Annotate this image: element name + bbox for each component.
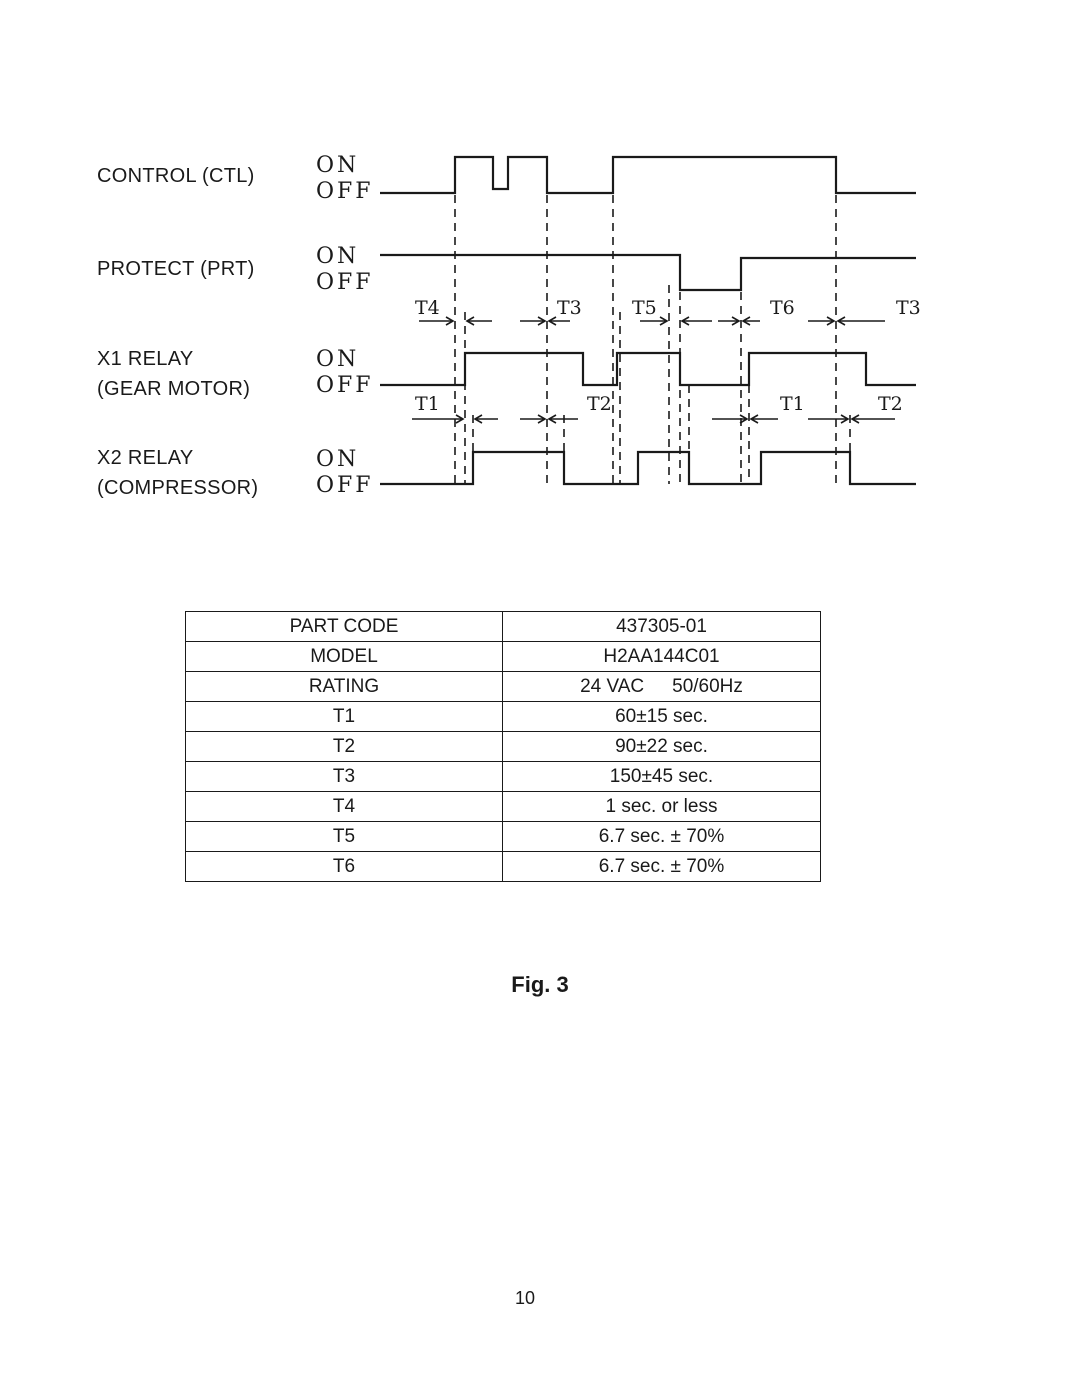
control-off-label: OFF xyxy=(316,179,374,204)
arrow-head xyxy=(473,414,483,424)
protect-label: PROTECT (PRT) xyxy=(97,258,255,280)
event-guides xyxy=(454,195,851,484)
arrow-head xyxy=(547,414,557,424)
table-key-cell: PART CODE xyxy=(185,611,503,642)
arrow-head xyxy=(465,316,475,326)
arrow-head xyxy=(680,316,690,326)
table-value-cell: 1 sec. or less xyxy=(502,791,821,822)
arrow-head xyxy=(836,316,846,326)
table-value-cell: 6.7 sec. ± 70% xyxy=(502,851,821,882)
protect-off-label: OFF xyxy=(316,270,374,295)
arrow-head xyxy=(455,414,465,424)
table-value-cell: 90±22 sec. xyxy=(502,731,821,762)
table-key-cell: T5 xyxy=(185,821,503,852)
table-key-cell: RATING xyxy=(185,671,503,702)
arrow-head xyxy=(749,414,759,424)
table-key-cell: T4 xyxy=(185,791,503,822)
marker-t2: T2 xyxy=(878,393,903,415)
control-waveform xyxy=(380,155,916,195)
arrow-head xyxy=(741,316,751,326)
arrow-head xyxy=(445,316,455,326)
table-row: T3 150±45 sec. xyxy=(185,761,821,792)
control-on-label: ON xyxy=(316,153,360,178)
x1-relay-off-label: OFF xyxy=(316,373,374,398)
marker-t1: T1 xyxy=(415,393,440,415)
marker-t3: T3 xyxy=(557,297,582,319)
table-key-cell: T6 xyxy=(185,851,503,882)
table-key-cell: T3 xyxy=(185,761,503,792)
spec-table: PART CODE 437305-01 MODEL H2AA144C01 RAT… xyxy=(185,611,821,882)
table-key-cell: MODEL xyxy=(185,641,503,672)
x1-relay-waveform xyxy=(380,351,916,387)
x1-relay-sublabel: (GEAR MOTOR) xyxy=(97,378,251,400)
rating-voltage: 24 VAC xyxy=(580,675,645,697)
arrow-head xyxy=(537,414,547,424)
table-value-cell: 437305-01 xyxy=(502,611,821,642)
table-key-cell: T1 xyxy=(185,701,503,732)
rating-frequency: 50/60Hz xyxy=(672,675,743,697)
marker-t2: T2 xyxy=(587,393,612,415)
marker-t4: T4 xyxy=(415,297,440,319)
table-value-cell: 150±45 sec. xyxy=(502,761,821,792)
table-value-cell: H2AA144C01 xyxy=(502,641,821,672)
x2-relay-label: X2 RELAY xyxy=(97,447,194,469)
arrow-head xyxy=(731,316,741,326)
x2-relay-off-label: OFF xyxy=(316,473,374,498)
arrow-head xyxy=(739,414,749,424)
arrow-head xyxy=(840,414,850,424)
x1-relay-on-label: ON xyxy=(316,347,360,372)
upper-interval-arrows xyxy=(419,316,885,326)
arrow-head xyxy=(850,414,860,424)
marker-t3: T3 xyxy=(896,297,921,319)
table-row: T2 90±22 sec. xyxy=(185,731,821,762)
timing-diagram: T4 T3 T5 T6 T3 T1 T2 T1 T2 xyxy=(380,155,921,486)
arrow-head xyxy=(547,316,557,326)
x2-relay-on-label: ON xyxy=(316,447,360,472)
marker-t5: T5 xyxy=(632,297,657,319)
arrow-head xyxy=(659,316,669,326)
table-value-cell: 24 VAC 50/60Hz xyxy=(502,671,821,702)
x2-relay-waveform xyxy=(380,450,916,486)
marker-t6: T6 xyxy=(770,297,795,319)
protect-on-label: ON xyxy=(316,244,360,269)
table-value-cell: 60±15 sec. xyxy=(502,701,821,732)
lower-interval-arrows xyxy=(412,414,895,424)
x1-relay-label: X1 RELAY xyxy=(97,348,194,370)
table-value-cell: 6.7 sec. ± 70% xyxy=(502,821,821,852)
arrow-head xyxy=(826,316,836,326)
table-key-cell: T2 xyxy=(185,731,503,762)
x2-relay-sublabel: (COMPRESSOR) xyxy=(97,477,259,499)
table-row: MODEL H2AA144C01 xyxy=(185,641,821,672)
marker-t1: T1 xyxy=(780,393,805,415)
arrow-head xyxy=(537,316,547,326)
protect-waveform xyxy=(380,253,916,292)
table-row: RATING 24 VAC 50/60Hz xyxy=(185,671,821,702)
table-row: PART CODE 437305-01 xyxy=(185,611,821,642)
page-number: 10 xyxy=(514,1288,536,1308)
table-row: T6 6.7 sec. ± 70% xyxy=(185,851,821,882)
control-label: CONTROL (CTL) xyxy=(97,165,255,187)
table-row: T4 1 sec. or less xyxy=(185,791,821,822)
figure-caption: Fig. 3 xyxy=(511,972,569,997)
table-row: T1 60±15 sec. xyxy=(185,701,821,732)
table-row: T5 6.7 sec. ± 70% xyxy=(185,821,821,852)
